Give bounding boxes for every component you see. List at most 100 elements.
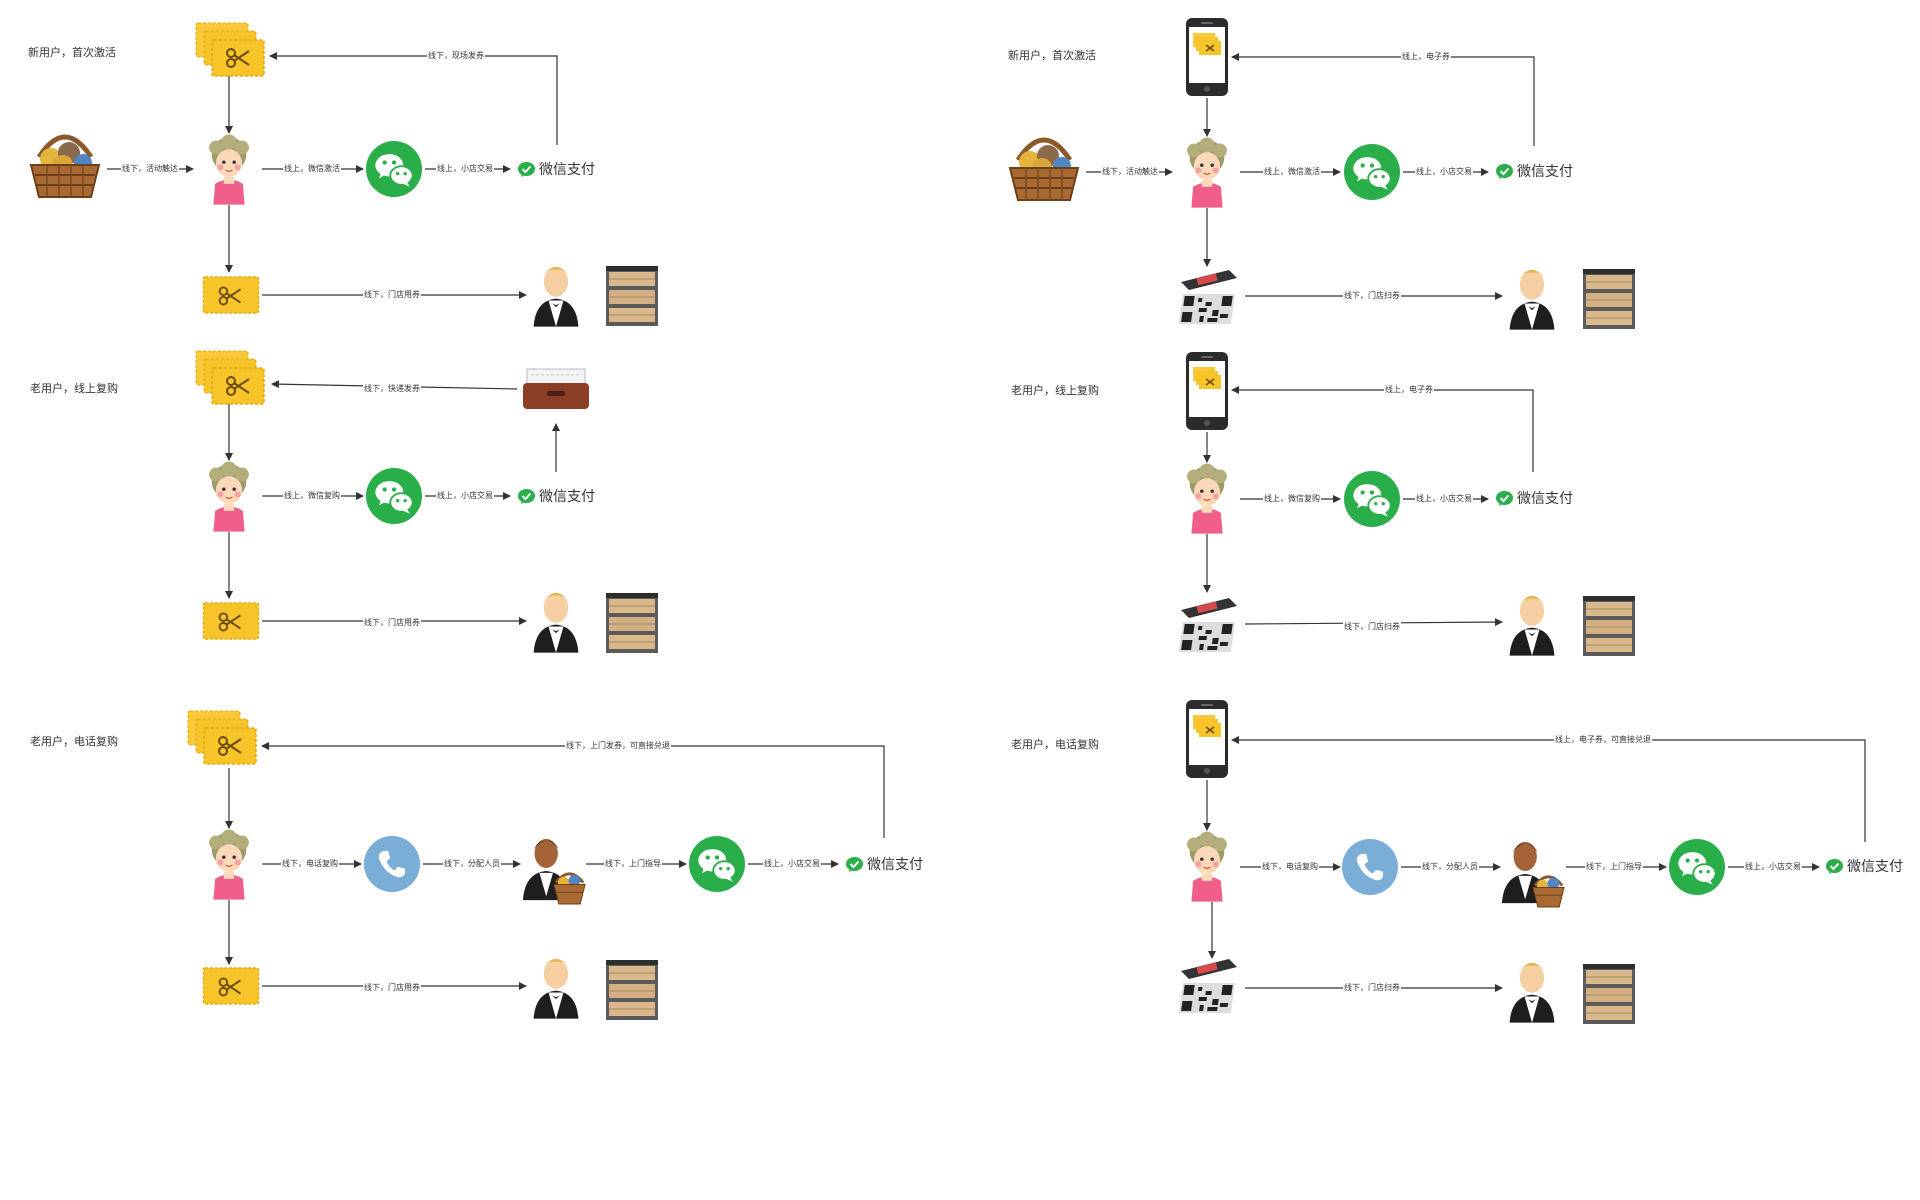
scenario-title: 新用户，首次激活 xyxy=(28,46,116,59)
warehouse-shelf-icon xyxy=(1578,962,1640,1026)
edge-label: 线下，上门指导 xyxy=(1585,862,1643,872)
wechat-pay-label: 微信支付 xyxy=(1517,164,1573,180)
elderly-customer-icon xyxy=(203,829,255,900)
coupon-icon xyxy=(202,967,260,1005)
wechat-pay-node: 微信支付 xyxy=(518,159,595,179)
edge-label: 线上，电子券 xyxy=(1384,385,1434,395)
store-clerk-icon xyxy=(1504,590,1560,656)
wechat-pay-label: 微信支付 xyxy=(1847,859,1903,875)
edge-label: 线下，门店扫券 xyxy=(1343,622,1401,632)
qr-scan-phone-icon xyxy=(1173,268,1243,328)
gift-basket-icon xyxy=(1003,126,1085,206)
edge-label: 线下，上门发券，可直接兑退 xyxy=(565,741,671,751)
flow-arrow xyxy=(261,742,885,838)
elderly-customer-icon xyxy=(203,134,255,205)
phone-call-icon xyxy=(1342,839,1398,895)
scenario-title: 新用户，首次激活 xyxy=(1008,49,1096,62)
wechat-icon xyxy=(689,836,745,892)
qr-scan-phone-icon xyxy=(1173,957,1243,1017)
edge-label: 线下，现场发券 xyxy=(427,51,485,61)
wechat-icon xyxy=(366,468,422,524)
warehouse-shelf-icon xyxy=(601,591,663,655)
wechat-icon xyxy=(1344,471,1400,527)
wechat-pay-check-icon xyxy=(846,856,863,872)
edge-label: 线下，上门指导 xyxy=(604,859,662,869)
edge-label: 线上，电子券，可直接兑退 xyxy=(1554,735,1652,745)
edge-label: 线下，门店用券 xyxy=(363,983,421,993)
wechat-pay-node: 微信支付 xyxy=(1826,856,1903,876)
wechat-pay-node: 微信支付 xyxy=(846,854,923,874)
qr-scan-phone-icon xyxy=(1173,596,1243,656)
scenario-title: 老用户，电话复购 xyxy=(30,735,118,748)
wechat-pay-label: 微信支付 xyxy=(867,857,923,873)
edge-label: 线上，小店交易 xyxy=(1744,862,1802,872)
elderly-customer-icon xyxy=(1181,831,1233,902)
warehouse-shelf-icon xyxy=(601,264,663,328)
courier-with-basket-icon xyxy=(1498,834,1566,910)
edge-label: 线下，门店扫券 xyxy=(1343,291,1401,301)
flow-arrow xyxy=(1231,53,1535,146)
flow-arrow xyxy=(1231,386,1534,472)
edge-label: 线上，电子券 xyxy=(1401,52,1451,62)
coupon-stack-icon xyxy=(190,22,270,78)
gift-basket-icon xyxy=(24,123,106,203)
elderly-customer-icon xyxy=(1181,463,1233,534)
store-clerk-icon xyxy=(528,261,584,327)
edge-label: 线下，分配人员 xyxy=(1421,862,1479,872)
coupon-icon xyxy=(202,276,260,314)
wechat-icon xyxy=(1669,839,1725,895)
wechat-pay-label: 微信支付 xyxy=(1517,491,1573,507)
scenario-title: 老用户，线上复购 xyxy=(30,382,118,395)
edge-label: 线上，微信复购 xyxy=(283,491,341,501)
edge-label: 线上，微信激活 xyxy=(283,164,341,174)
wechat-icon xyxy=(1344,144,1400,200)
warehouse-shelf-icon xyxy=(1578,594,1640,658)
store-clerk-icon xyxy=(1504,264,1560,330)
wechat-pay-node: 微信支付 xyxy=(1496,488,1573,508)
coupon-stack-icon xyxy=(190,350,270,406)
edge-label: 线上，小店交易 xyxy=(436,164,494,174)
wechat-pay-node: 微信支付 xyxy=(1496,161,1573,181)
elderly-customer-icon xyxy=(203,461,255,532)
wechat-icon xyxy=(366,141,422,197)
wechat-pay-label: 微信支付 xyxy=(539,162,595,178)
coupon-stack-icon xyxy=(182,710,262,766)
edge-label: 线下，门店用券 xyxy=(363,618,421,628)
warehouse-shelf-icon xyxy=(1578,267,1640,331)
flow-arrow xyxy=(1231,736,1866,842)
edge-label: 线上，小店交易 xyxy=(1415,167,1473,177)
edge-label: 线上，微信激活 xyxy=(1263,167,1321,177)
store-clerk-icon xyxy=(528,953,584,1019)
wechat-pay-check-icon xyxy=(1826,858,1843,874)
edge-label: 线下，电话复购 xyxy=(1261,862,1319,872)
edge-label: 线下，活动触达 xyxy=(1101,167,1159,177)
scenario-title: 老用户，电话复购 xyxy=(1011,738,1099,751)
elderly-customer-icon xyxy=(1181,137,1233,208)
smartphone-coupon-icon xyxy=(1185,351,1229,431)
coupon-icon xyxy=(202,602,260,640)
wechat-pay-check-icon xyxy=(518,488,535,504)
warehouse-shelf-icon xyxy=(601,958,663,1022)
scenario-title: 老用户，线上复购 xyxy=(1011,384,1099,397)
wechat-pay-check-icon xyxy=(518,161,535,177)
wechat-pay-check-icon xyxy=(1496,163,1513,179)
smartphone-coupon-icon xyxy=(1185,17,1229,97)
wechat-pay-check-icon xyxy=(1496,490,1513,506)
edge-label: 线上，小店交易 xyxy=(1415,494,1473,504)
edge-label: 线下，分配人员 xyxy=(443,859,501,869)
edge-label: 线上，小店交易 xyxy=(763,859,821,869)
courier-with-basket-icon xyxy=(519,831,587,907)
smartphone-coupon-icon xyxy=(1185,699,1229,779)
edge-label: 线下，电话复购 xyxy=(281,859,339,869)
edge-label: 线下，活动触达 xyxy=(121,164,179,174)
delivery-tray-icon xyxy=(518,367,594,411)
edge-label: 线下，门店扫券 xyxy=(1343,983,1401,993)
phone-call-icon xyxy=(364,836,420,892)
edge-label: 线上，小店交易 xyxy=(436,491,494,501)
store-clerk-icon xyxy=(1504,957,1560,1023)
edge-label: 线下，快递发券 xyxy=(363,384,421,394)
wechat-pay-node: 微信支付 xyxy=(518,486,595,506)
store-clerk-icon xyxy=(528,587,584,653)
edge-label: 线下，门店用券 xyxy=(363,290,421,300)
